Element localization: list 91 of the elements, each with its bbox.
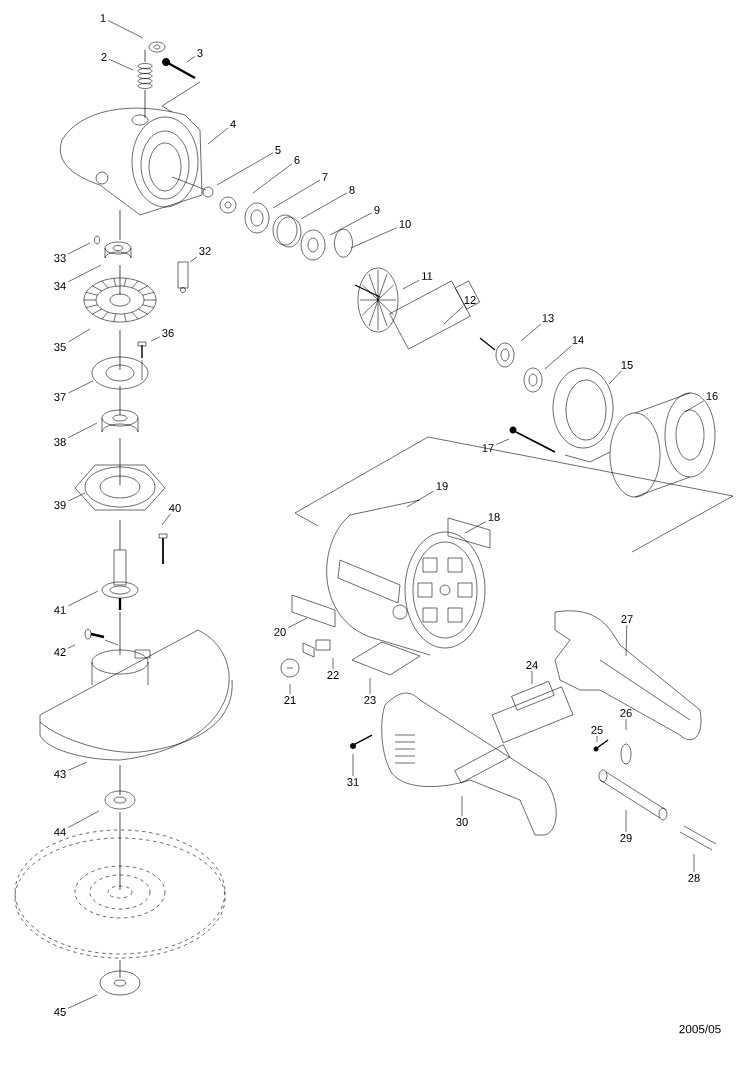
callout-number: 40 — [169, 504, 181, 512]
callout-number: 25 — [591, 726, 603, 734]
callout-number: 33 — [54, 254, 66, 262]
leader-line — [596, 735, 598, 743]
callout-number: 15 — [621, 361, 633, 369]
callout-number: 30 — [456, 818, 468, 826]
leader-line — [300, 192, 348, 220]
leader-line — [495, 438, 510, 445]
callout-number: 37 — [54, 393, 66, 401]
leader-line — [544, 345, 572, 370]
leader-line — [67, 492, 86, 502]
callout-number: 2 — [101, 53, 107, 61]
leader-line — [332, 657, 334, 670]
callout-number: 3 — [197, 49, 203, 57]
leader-line — [350, 227, 398, 249]
callout-number: 26 — [620, 709, 632, 717]
callout-number: 35 — [54, 343, 66, 351]
callout-number: 20 — [274, 628, 286, 636]
leader-line — [608, 370, 622, 385]
leader-line — [67, 644, 76, 649]
leader-line — [461, 795, 463, 817]
leader-line — [67, 264, 102, 283]
callout-number: 27 — [621, 615, 633, 623]
callout-number: 39 — [54, 501, 66, 509]
callout-number: 32 — [199, 247, 211, 255]
leader-line — [67, 590, 99, 607]
callout-number: 31 — [347, 778, 359, 786]
callout-number: 6 — [294, 156, 300, 164]
leader-line — [67, 994, 98, 1009]
callout-number: 43 — [54, 770, 66, 778]
leader-line — [207, 127, 229, 145]
callout-number: 38 — [54, 438, 66, 446]
leader-line — [186, 56, 196, 63]
leader-line — [531, 670, 533, 685]
leader-line — [520, 323, 542, 342]
callout-number: 42 — [54, 648, 66, 656]
callout-number: 44 — [54, 828, 66, 836]
leader-line — [329, 212, 373, 236]
callout-number: 28 — [688, 874, 700, 882]
callout-number: 4 — [230, 120, 236, 128]
leader-line — [625, 809, 627, 833]
leader-line — [161, 513, 171, 526]
leader-line — [684, 400, 705, 413]
leader-line — [189, 256, 198, 263]
callout-number: 29 — [620, 834, 632, 842]
callout-number: 11 — [422, 272, 433, 280]
date-label: 2005/05 — [679, 1024, 721, 1034]
leader-line — [369, 677, 371, 695]
leader-line — [216, 152, 274, 186]
leader-line — [67, 761, 88, 771]
callout-number: 19 — [436, 482, 448, 490]
callout-number: 41 — [54, 606, 66, 614]
leader-line — [67, 380, 94, 394]
leader-line — [287, 617, 308, 629]
leader-line — [443, 305, 464, 325]
leader-line — [402, 279, 420, 290]
leader-line — [272, 179, 321, 209]
callout-number: 34 — [54, 282, 66, 290]
leader-line — [406, 490, 435, 508]
leader-line — [108, 59, 134, 71]
callout-number: 45 — [54, 1008, 66, 1016]
leader-line — [693, 853, 695, 873]
callout-number: 24 — [526, 661, 538, 669]
leader-line — [150, 336, 161, 342]
callout-number: 17 — [482, 444, 494, 452]
leader-line — [625, 624, 628, 657]
callout-number: 13 — [542, 314, 554, 322]
callout-number: 7 — [322, 173, 328, 181]
leader-line — [289, 683, 291, 695]
callout-number: 10 — [399, 220, 411, 228]
callout-number: 21 — [284, 696, 296, 704]
callout-number: 16 — [706, 392, 718, 400]
callout-number: 14 — [572, 336, 584, 344]
leader-line — [252, 163, 293, 194]
leader-line — [67, 422, 98, 439]
leader-line — [464, 521, 487, 534]
callout-number: 23 — [364, 696, 376, 704]
callout-number: 36 — [162, 329, 174, 337]
leader-line — [107, 20, 144, 39]
leader-line — [352, 753, 354, 777]
callout-number: 8 — [349, 186, 355, 194]
callout-number: 22 — [327, 671, 339, 679]
callout-number: 9 — [374, 206, 380, 214]
leader-line — [67, 242, 91, 255]
callout-number: 5 — [275, 146, 281, 154]
leader-line — [67, 810, 100, 828]
leader-line — [625, 718, 627, 731]
callout-number: 1 — [100, 14, 106, 22]
callout-number: 12 — [464, 296, 476, 304]
callout-number: 18 — [488, 513, 500, 521]
leader-line — [67, 328, 91, 343]
